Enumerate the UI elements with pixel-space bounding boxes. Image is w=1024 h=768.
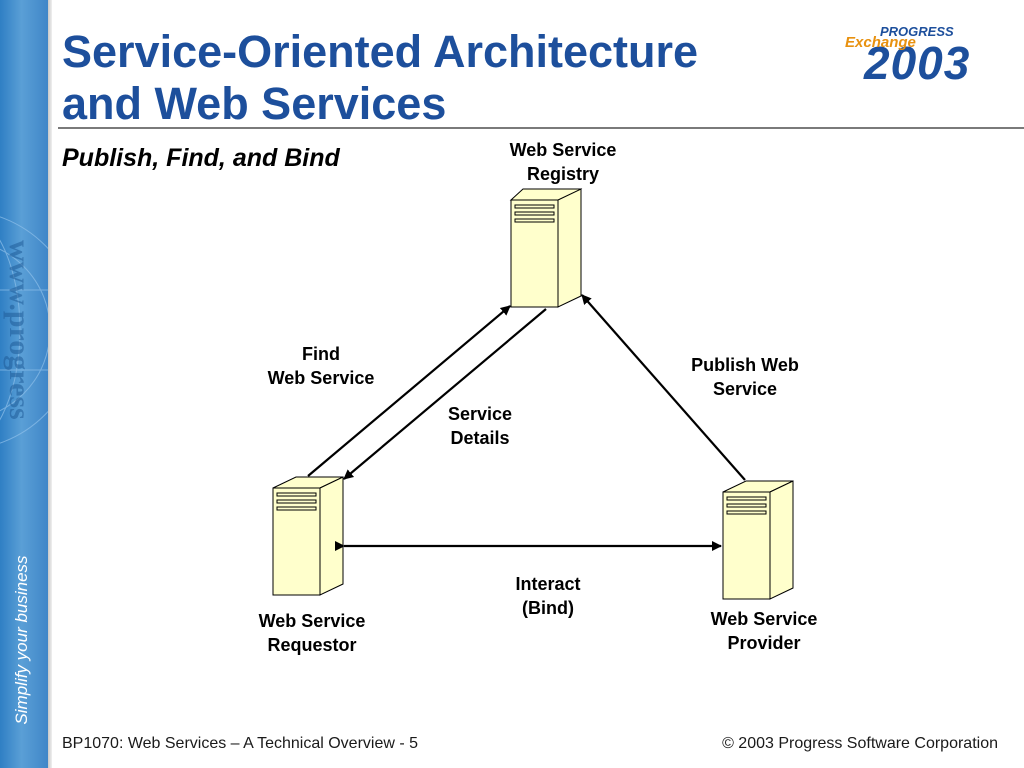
bind-label: Interact (Bind) [515, 574, 581, 618]
sidebar: www.progress Simplify your business [0, 0, 48, 768]
requestor-server-icon [272, 476, 344, 596]
logo-event: Exchange [845, 34, 916, 51]
publish-arrow [581, 294, 746, 481]
provider-label: Web Service Provider [710, 609, 818, 653]
requestor-label: Web Service Requestor [258, 611, 366, 655]
find-arrow [307, 305, 511, 477]
title-divider [58, 127, 1024, 129]
logo-brand: PROGRESS [880, 24, 954, 39]
globe-watermark-icon: www.progress [0, 216, 48, 444]
provider-server-icon [722, 480, 794, 600]
progress-exchange-logo: 2003 PROGRESS Exchange [840, 22, 1010, 89]
service-details-label: Service Details [447, 404, 513, 448]
footer-copyright: © 2003 Progress Software Corporation [722, 735, 998, 752]
registry-label: Web Service Registry [509, 140, 617, 184]
logo-year: 2003 [864, 37, 971, 89]
find-label: Find Web Service [267, 344, 375, 388]
registry-server-icon [509, 188, 583, 308]
sidebar-divider [48, 0, 52, 768]
watermark-text: www.progress [3, 240, 36, 420]
slide-title: Service-Oriented Architecture and Web Se… [62, 26, 698, 130]
slide-subtitle: Publish, Find, and Bind [62, 144, 340, 172]
slide-title-line-2: and Web Services [62, 78, 447, 129]
slide-title-line-1: Service-Oriented Architecture [62, 26, 699, 77]
service-details-arrow [343, 308, 547, 480]
publish-label: Publish Web Service [691, 355, 799, 399]
footer-course-title: BP1070: Web Services – A Technical Overv… [62, 735, 419, 752]
